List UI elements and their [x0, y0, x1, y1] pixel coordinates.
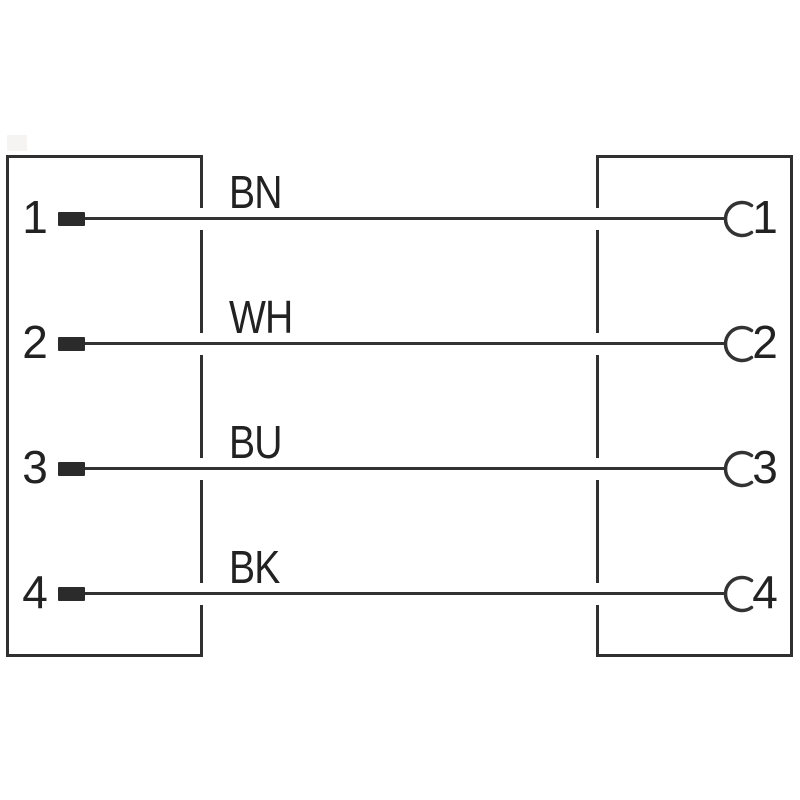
pin-number-right: 3 [752, 441, 778, 493]
wire-line-bk [59, 592, 725, 595]
socket-contact-icon [723, 575, 754, 613]
pin-number-left: 3 [22, 441, 48, 493]
pin-number-right: 1 [752, 191, 778, 243]
wire-color-label: WH [229, 291, 293, 343]
right-connector-body [596, 155, 793, 657]
wire-terminal-icon [58, 587, 85, 601]
wire-terminal-icon [58, 212, 85, 226]
socket-contact-icon [723, 200, 754, 238]
pin-number-right: 2 [752, 316, 778, 368]
wire-line-bu [59, 467, 725, 470]
wire-terminal-icon [58, 337, 85, 351]
left-connector-body [6, 155, 203, 657]
wire-color-label: BK [229, 541, 280, 593]
pin-number-left: 1 [22, 191, 48, 243]
wire-line-wh [59, 342, 725, 345]
socket-contact-icon [723, 450, 754, 488]
watermark-smudge [7, 135, 27, 151]
wire-color-label: BN [229, 166, 282, 218]
pin-number-right: 4 [752, 566, 778, 618]
wire-terminal-icon [58, 462, 85, 476]
socket-contact-icon [723, 325, 754, 363]
wire-color-label: BU [229, 416, 282, 468]
wire-line-bn [59, 217, 725, 220]
pin-number-left: 2 [22, 316, 48, 368]
pin-number-left: 4 [22, 566, 48, 618]
